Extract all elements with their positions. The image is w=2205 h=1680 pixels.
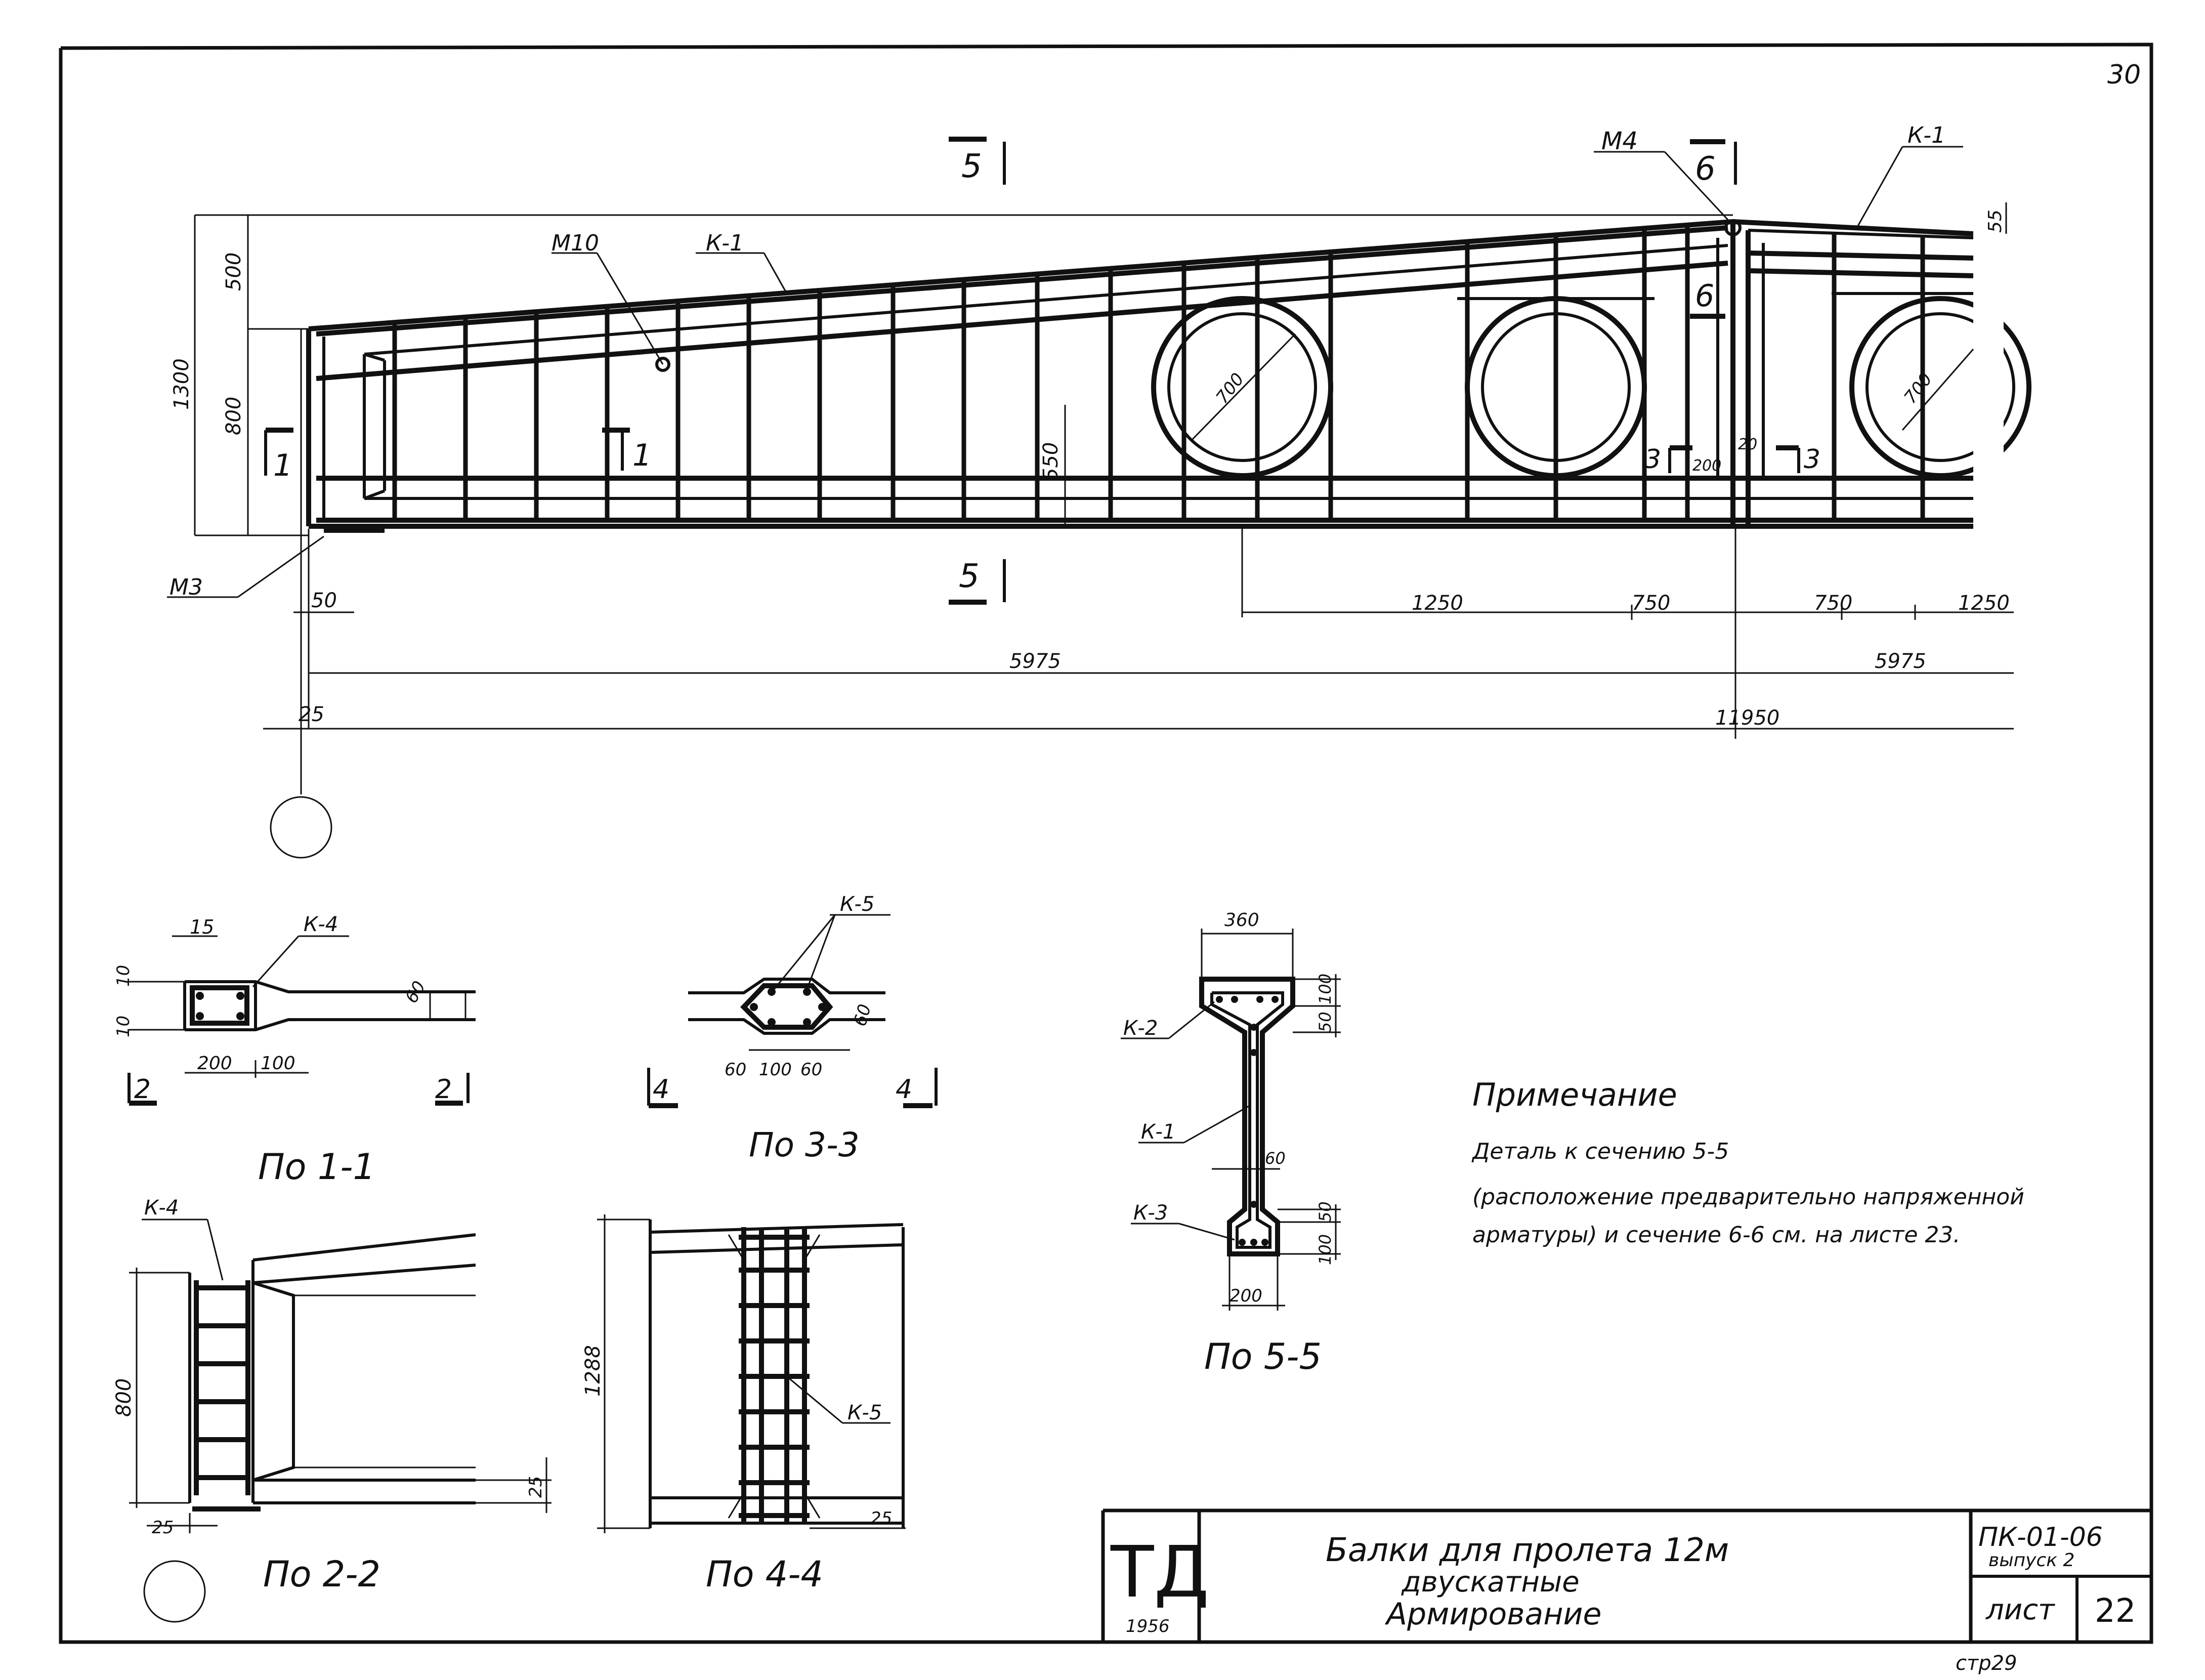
title-line-3: Армирование [1384,1597,1601,1632]
s55-dim-100-bottom: 100 [1316,1234,1335,1265]
s55-label-k3: К-3 [1133,1201,1168,1225]
sheet-frame: 30 [59,43,2153,1644]
dim-1300: 1300 [170,358,193,410]
series-code: ПК-01-06 [1978,1522,2103,1552]
web-openings [1151,202,2031,617]
s33-dim-60-left: 60 [725,1060,746,1080]
s44-dim-1288: 1288 [581,1345,605,1397]
s55-dim-100-top: 100 [1316,974,1335,1004]
s11-dim-100: 100 [261,1053,295,1074]
s11-label-k4: К-4 [304,913,338,936]
cut-5-top: 5 [961,148,982,185]
dim-700-a: 700 [1212,369,1248,408]
reference-circle-top [270,796,332,859]
dim-50: 50 [311,589,337,612]
s55-dim-50-top: 50 [1316,1012,1335,1032]
s33-cut-4-right: 4 [896,1074,912,1105]
dim-5975-b: 5975 [1875,650,1926,673]
s22-dim-800: 800 [112,1378,136,1417]
label-k1-right: К-1 [1907,122,1945,148]
s55-caption: По 5-5 [1204,1336,1322,1377]
s44-label-k5: К-5 [847,1401,882,1424]
title-line-2: двускатные [1401,1566,1580,1599]
s22-dim-25-right: 25 [526,1476,546,1498]
cut-1-right: 1 [632,438,652,473]
s44-dim-25: 25 [870,1508,892,1529]
s11-dim-60: 60 [401,978,430,1006]
stamp-letters: ТД [1110,1531,1209,1614]
cut-6-top: 6 [1695,150,1716,188]
dim-1250-b: 1250 [1958,592,2010,615]
section-4-4: 1288 К-5 25 По 4-4 [581,1214,906,1595]
s33-cut-4-left: 4 [653,1074,669,1105]
dim-700-b: 700 [1900,369,1936,408]
beam-elevation: 1300 500 800 550 55 700 700 200 20 М10 К… [167,122,2031,859]
dim-550: 550 [1039,442,1063,481]
s33-dim-60-side: 60 [850,1002,875,1028]
cut-5-bottom: 5 [959,558,980,595]
note-line-1: Деталь к сечению 5-5 [1471,1139,1729,1164]
s22-dim-25-left: 25 [152,1518,174,1538]
s11-dim-15: 15 [190,916,214,938]
s55-dim-50-bottom: 50 [1316,1201,1335,1222]
s11-dim-200: 200 [197,1053,232,1074]
s55-dim-360: 360 [1224,910,1259,931]
dim-800: 800 [222,397,245,435]
stamp-year: 1956 [1126,1616,1170,1636]
sheet-label: лист [1985,1593,2055,1626]
s33-label-k5: К-5 [840,893,874,916]
dim-25: 25 [299,703,324,726]
s55-label-k2: К-2 [1123,1017,1158,1040]
note-heading: Примечание [1472,1076,1677,1113]
issue-number: выпуск 2 [1988,1550,2074,1571]
title-block: ТД 1956 Балки для пролета 12м двускатные… [1101,1508,2151,1642]
s22-label-k4: К-4 [144,1196,179,1220]
dim-750-b: 750 [1814,592,1852,615]
section-5-5: 360 100 50 50 100 60 200 К-2 К-1 [1121,910,1341,1377]
cut-3-left: 3 [1644,444,1661,475]
label-k1-left: К-1 [706,230,744,256]
page-number: 30 [2107,60,2141,90]
section-2-2: К-4 800 25 25 По 2-2 [112,1196,552,1623]
s55-label-k1: К-1 [1141,1120,1175,1144]
dim-20: 20 [1738,436,1757,453]
s22-caption: По 2-2 [263,1553,380,1595]
s33-dim-60-right: 60 [800,1060,822,1080]
note-block: Примечание Деталь к сечению 5-5 (располо… [1471,1076,2024,1248]
title-line-1: Балки для пролета 12м [1326,1532,1729,1569]
sheet-number: 22 [2095,1592,2136,1630]
s55-dim-60: 60 [1265,1149,1286,1168]
label-m3: М3 [169,574,203,600]
s55-dim-200: 200 [1229,1286,1262,1306]
s33-caption: По 3-3 [749,1125,860,1164]
reference-circle-bottom [143,1560,206,1623]
dim-1250-a: 1250 [1412,592,1463,615]
note-line-3: арматуры) и сечение 6-6 см. на листе 23. [1472,1222,1960,1248]
s33-dim-100: 100 [759,1060,792,1080]
dim-200: 200 [1692,457,1721,475]
label-m4: М4 [1601,127,1638,155]
cut-6-mid: 6 [1695,278,1714,314]
dim-5975-a: 5975 [1009,650,1061,673]
s11-dim-10-a: 10 [113,965,134,987]
dim-750-a: 750 [1632,592,1670,615]
note-line-2: (расположение предварительно напряженной [1472,1184,2024,1210]
s11-caption: По 1-1 [258,1146,375,1188]
s44-caption: По 4-4 [706,1553,823,1595]
dim-11950: 11950 [1715,706,1779,730]
dim-55: 55 [1985,209,2006,233]
label-m10: М10 [552,230,599,256]
s11-cut-2-right: 2 [435,1074,452,1105]
s11-cut-2-left: 2 [134,1074,151,1105]
dim-500: 500 [222,253,245,291]
section-1-1: 15 К-4 10 10 60 200 100 2 2 По 1-1 [113,913,476,1188]
cut-3-right: 3 [1804,444,1820,475]
page-ref: стр29 [1956,1652,2017,1675]
cut-1-left: 1 [273,448,292,483]
section-3-3: К-5 60 60 100 60 4 4 По 3-3 [647,893,938,1164]
s11-dim-10-b: 10 [113,1016,134,1037]
stirrups [392,227,1925,520]
